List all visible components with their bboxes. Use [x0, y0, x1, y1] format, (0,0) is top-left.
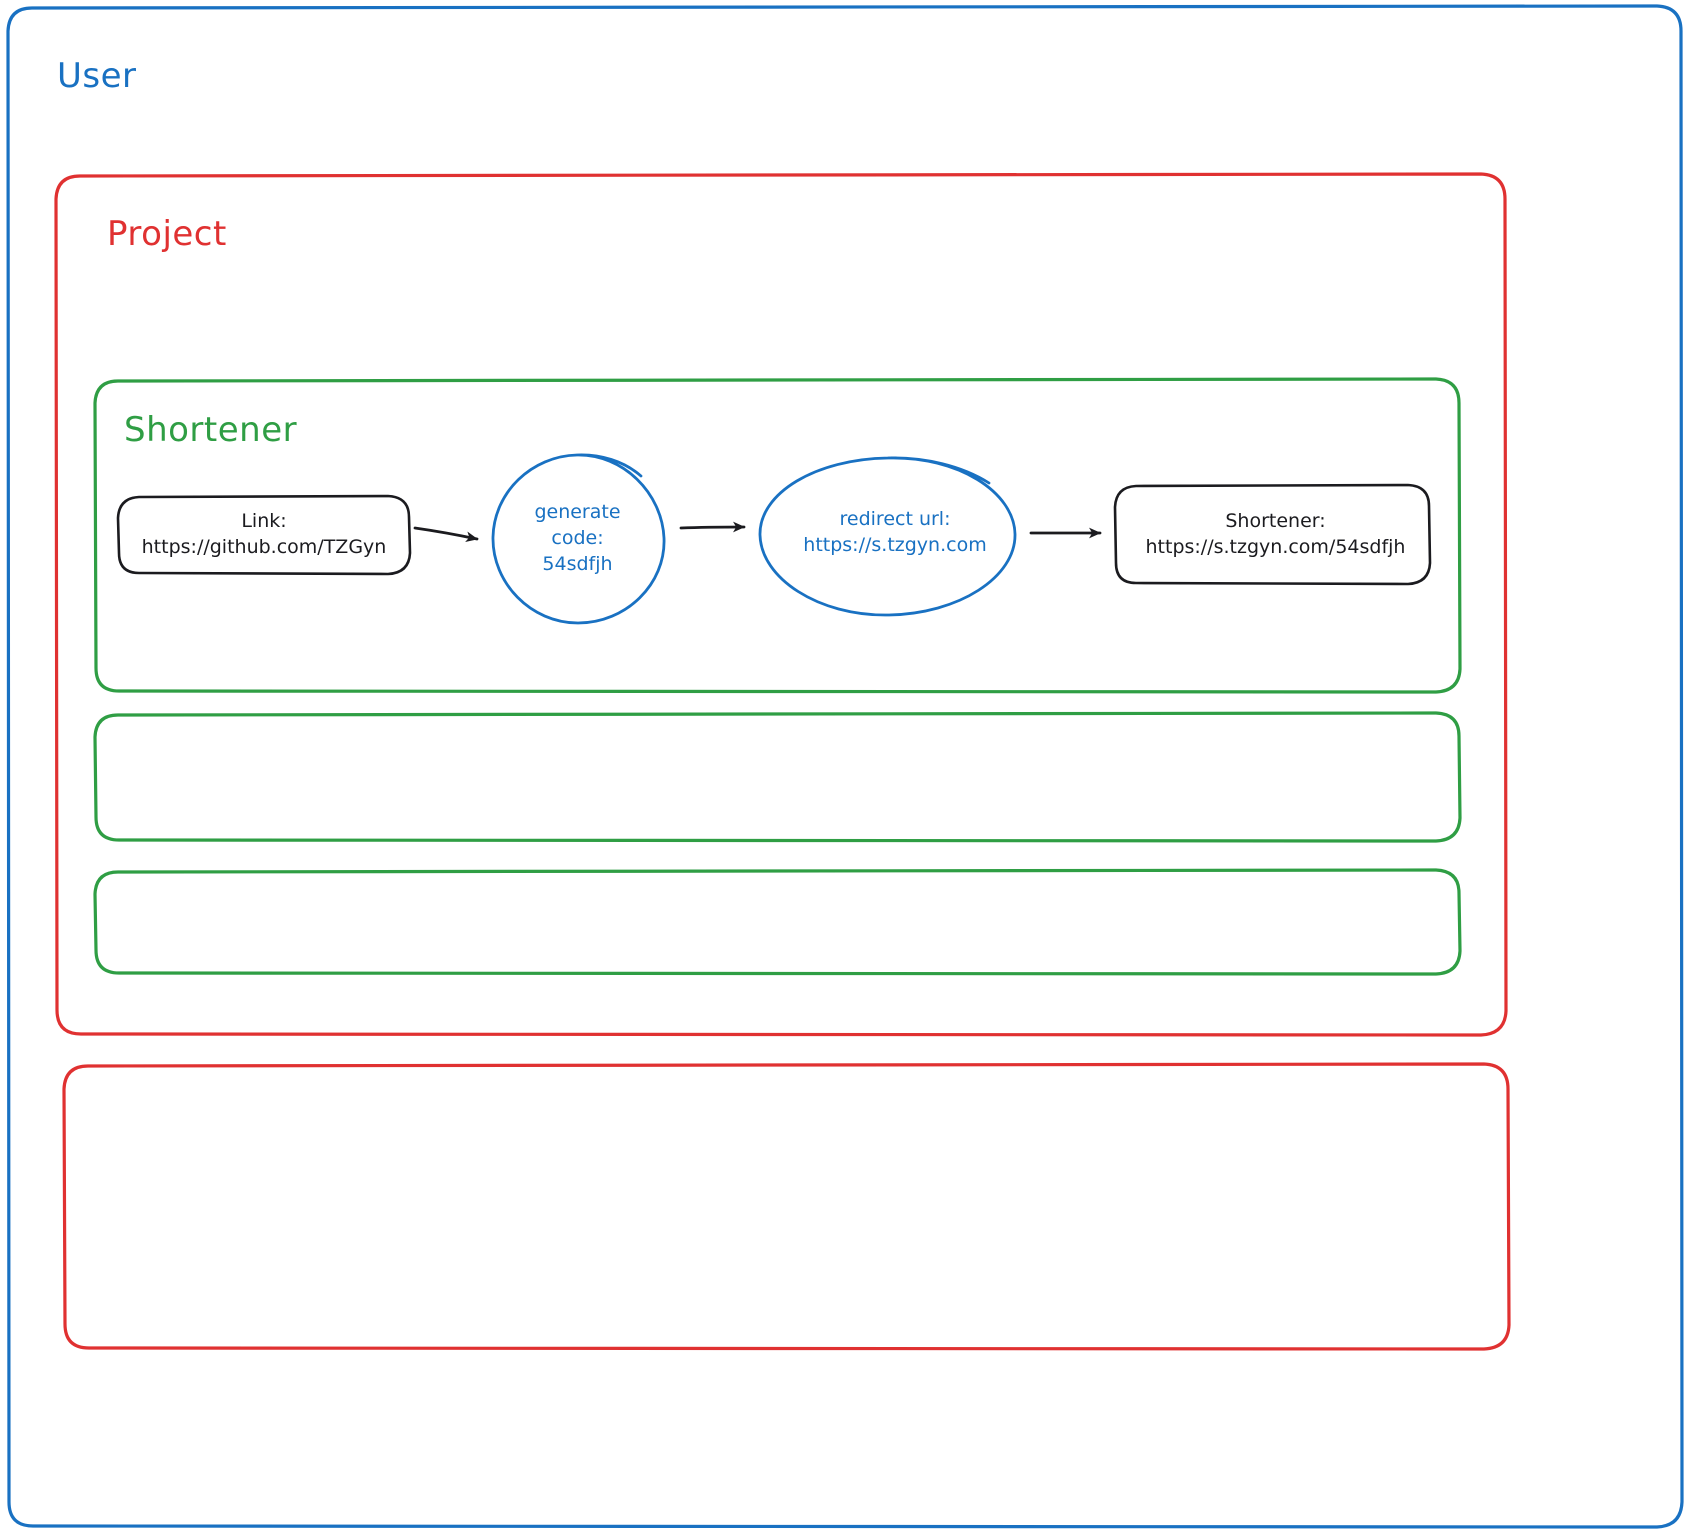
node-redirect-url-shape[interactable] [758, 456, 1017, 617]
edge-link-to-generate-code [413, 526, 479, 543]
shortener-group-label: Shortener [124, 410, 298, 450]
node-link-line2: https://github.com/TZGyn [141, 536, 387, 559]
edge-generate-code-to-redirect-url [679, 521, 746, 533]
node-link-line1: Link: [241, 510, 287, 532]
project-group-label: Project [107, 214, 227, 254]
node-generate-code-line2: code: [551, 527, 604, 550]
green-empty-container-2 [93, 868, 1462, 976]
node-redirect-url-line2: https://s.tzgyn.com [803, 534, 987, 557]
node-link-label: Link: https://github.com/TZGyn [120, 508, 408, 560]
node-generate-code-line3: 54sdfjh [542, 553, 613, 576]
project-frame [54, 172, 1508, 1037]
node-shortener-result-line2: https://s.tzgyn.com/54sdfjh [1145, 536, 1406, 559]
green-empty-container-1 [93, 711, 1462, 843]
user-frame [6, 4, 1684, 1529]
node-shortener-result-line1: Shortener: [1225, 510, 1326, 532]
node-shortener-result-label: Shortener: https://s.tzgyn.com/54sdfjh [1118, 508, 1433, 560]
user-group-label: User [57, 56, 137, 96]
shortener-frame [93, 377, 1462, 694]
node-redirect-url-line1: redirect url: [839, 508, 951, 530]
node-generate-code-label: generate code: 54sdfjh [500, 499, 655, 578]
node-redirect-url-label: redirect url: https://s.tzgyn.com [775, 506, 1015, 558]
node-shortener-result-shape[interactable] [1113, 483, 1432, 586]
red-empty-container [62, 1062, 1511, 1351]
node-generate-code-shape[interactable] [491, 453, 666, 625]
node-link-shape[interactable] [116, 494, 412, 576]
node-generate-code-line1: generate [534, 501, 621, 523]
